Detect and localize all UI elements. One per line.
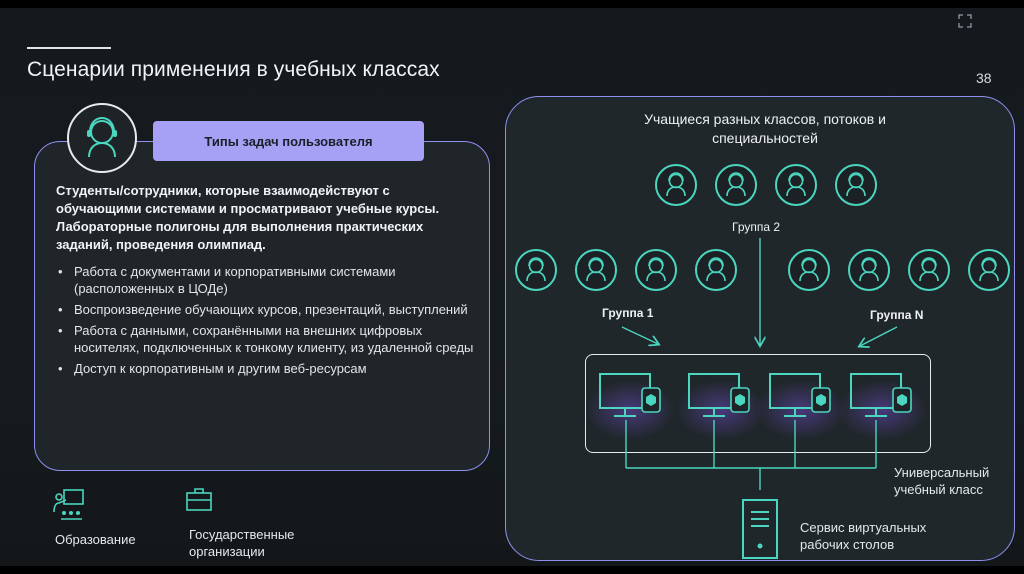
- student-face-icon: [586, 257, 606, 282]
- student-face-icon: [666, 172, 686, 197]
- glow: [676, 380, 766, 440]
- list-item: Работа с документами и корпоративными си…: [56, 263, 476, 297]
- student-face-icon: [846, 172, 866, 197]
- presenter-icon: [52, 488, 86, 525]
- student-face-icon: [726, 172, 746, 197]
- list-item: Воспроизведение обучающих курсов, презен…: [56, 301, 476, 318]
- student-avatar: [788, 249, 830, 291]
- group-1-label: Группа 1: [602, 306, 654, 320]
- page-number: 38: [976, 70, 992, 86]
- student-face-icon: [526, 257, 546, 282]
- vdi-service-label: Сервис виртуальных рабочих столов: [800, 520, 927, 552]
- student-avatar: [695, 249, 737, 291]
- student-face-icon: [786, 172, 806, 197]
- student-face-icon: [706, 257, 726, 282]
- group-n-label: Группа N: [870, 308, 924, 322]
- user-task-types-tag: Типы задач пользователя: [153, 121, 424, 161]
- student-avatar: [515, 249, 557, 291]
- student-avatar: [655, 164, 697, 206]
- students-title: Учащиеся разных классов, потоков и специ…: [644, 111, 886, 146]
- briefcase-icon: [185, 486, 213, 517]
- student-avatar: [848, 249, 890, 291]
- monitor-icon: [849, 372, 912, 430]
- universal-class-label: Универсальный учебный класс: [894, 465, 990, 497]
- student-avatar: [575, 249, 617, 291]
- server-icon: [741, 498, 779, 567]
- education-label: Образование: [55, 532, 136, 547]
- top-bar: [0, 0, 1024, 8]
- group-2-label: Группа 2: [732, 220, 781, 234]
- universal-classroom-box: [585, 354, 931, 453]
- student-avatar: [715, 164, 757, 206]
- student-avatar: [635, 249, 677, 291]
- government-label: Государственные организации: [189, 527, 295, 559]
- student-face-icon: [919, 257, 939, 282]
- list-item: Доступ к корпоративным и другим веб-ресу…: [56, 360, 476, 377]
- monitor-icon: [768, 372, 831, 430]
- student-avatar: [968, 249, 1010, 291]
- bottom-bar: [0, 566, 1024, 574]
- student-face-icon: [859, 257, 879, 282]
- student-face-icon: [646, 257, 666, 282]
- student-avatar: [835, 164, 877, 206]
- slide-title: Сценарии применения в учебных классах: [27, 58, 440, 81]
- student-face-icon: [979, 257, 999, 282]
- expand-icon[interactable]: [958, 14, 972, 28]
- list-item: Работа с данными, сохранёнными на внешни…: [56, 322, 476, 356]
- user-headset-icon: [67, 103, 137, 173]
- monitor-icon: [598, 372, 661, 430]
- monitor-icon: [687, 372, 750, 430]
- task-list: Работа с документами и корпоративными си…: [56, 263, 476, 381]
- student-face-icon: [799, 257, 819, 282]
- student-avatar: [775, 164, 817, 206]
- student-avatar: [908, 249, 950, 291]
- title-accent-line: [27, 47, 111, 49]
- lead-text: Студенты/сотрудники, которые взаимодейст…: [56, 183, 440, 252]
